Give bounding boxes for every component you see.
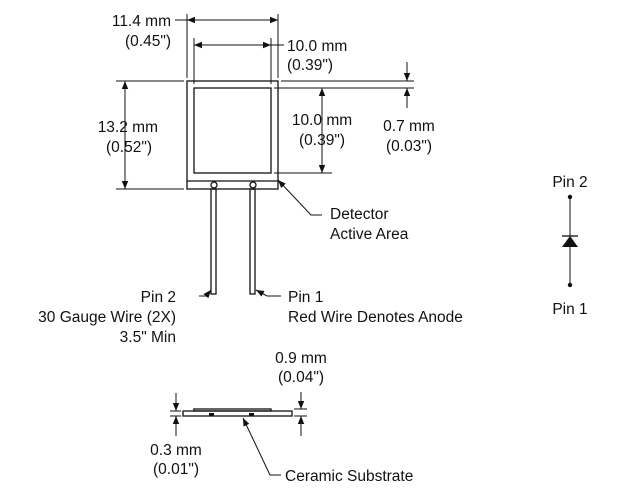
package-width-in-label: (0.45") [125, 33, 171, 50]
window-edge-profile [193, 408, 272, 412]
substrate-thickness-mm-label: 0.3 mm [150, 442, 202, 459]
detector-package [186, 80, 279, 295]
leader-lines [199, 179, 322, 476]
substrate-thickness-in-label: (0.01") [153, 461, 199, 478]
dimension-lines [121, 16, 411, 189]
pin2-wire [210, 188, 217, 295]
total-thickness-in-label: (0.04") [278, 369, 324, 386]
pin1-label: Pin 1 [288, 289, 323, 306]
pin1-node-dot [567, 282, 573, 288]
package-body [186, 80, 279, 190]
anode-note-label: Red Wire Denotes Anode [288, 309, 463, 326]
wire-gauge-label: 30 Gauge Wire (2X) [38, 309, 176, 326]
window-height-mm-label: 10.0 mm [292, 112, 352, 129]
wire-length-label: 3.5" Min [120, 329, 176, 346]
diode-triangle-icon [562, 236, 578, 247]
pin1-solder-pad [249, 181, 257, 189]
detector-label-line1: Detector [330, 206, 389, 223]
side-pad-1 [209, 413, 214, 416]
detector-label-line2: Active Area [330, 226, 409, 243]
total-thickness-mm-label: 0.9 mm [275, 350, 327, 367]
window-height-in-label: (0.39") [299, 132, 345, 149]
window-width-in-label: (0.39") [287, 57, 333, 74]
pin2-label: Pin 2 [141, 289, 176, 306]
pin1-wire [249, 188, 256, 295]
window-inset-mm-label: 0.7 mm [383, 118, 435, 135]
window-inset-in-label: (0.03") [386, 138, 432, 155]
schematic-pin1-label: Pin 1 [552, 301, 587, 318]
active-area-window [193, 87, 272, 174]
side-view [170, 392, 307, 436]
package-height-in-label: (0.52") [106, 139, 152, 156]
photodiode-schematic [562, 194, 578, 288]
package-height-mm-label: 13.2 mm [98, 119, 158, 136]
dimension-labels: 11.4 mm (0.45") 10.0 mm (0.39") 13.2 mm … [98, 13, 435, 478]
package-width-mm-label: 11.4 mm [112, 13, 171, 30]
ceramic-substrate-edge [182, 410, 293, 417]
window-width-mm-label: 10.0 mm [287, 38, 347, 55]
callout-labels: Detector Active Area Pin 2 30 Gauge Wire… [38, 174, 588, 485]
pin2-solder-pad [210, 181, 218, 189]
schematic-pin2-label: Pin 2 [552, 174, 587, 191]
side-pad-2 [249, 413, 254, 416]
ceramic-substrate-label: Ceramic Substrate [285, 468, 413, 485]
